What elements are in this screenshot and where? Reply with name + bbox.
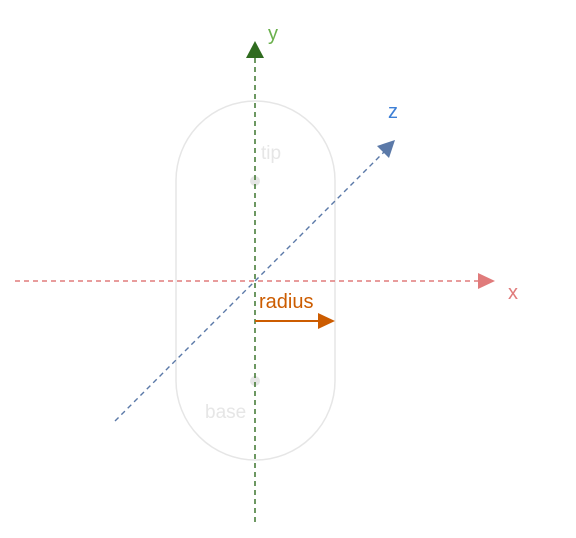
z-axis-label: z: [388, 101, 398, 123]
base-label: base: [205, 402, 246, 423]
tip-label: tip: [261, 143, 281, 164]
x-axis-arrowhead: [478, 273, 495, 289]
radius-label: radius: [259, 291, 313, 313]
x-axis-label: x: [508, 282, 518, 304]
y-axis-arrowhead: [246, 41, 264, 58]
y-axis-label: y: [268, 23, 278, 45]
tip-point: [250, 176, 260, 186]
z-axis-arrowhead: [377, 140, 395, 158]
base-point: [250, 376, 260, 386]
radius-arrowhead: [318, 313, 335, 329]
z-axis-line: [114, 151, 385, 422]
